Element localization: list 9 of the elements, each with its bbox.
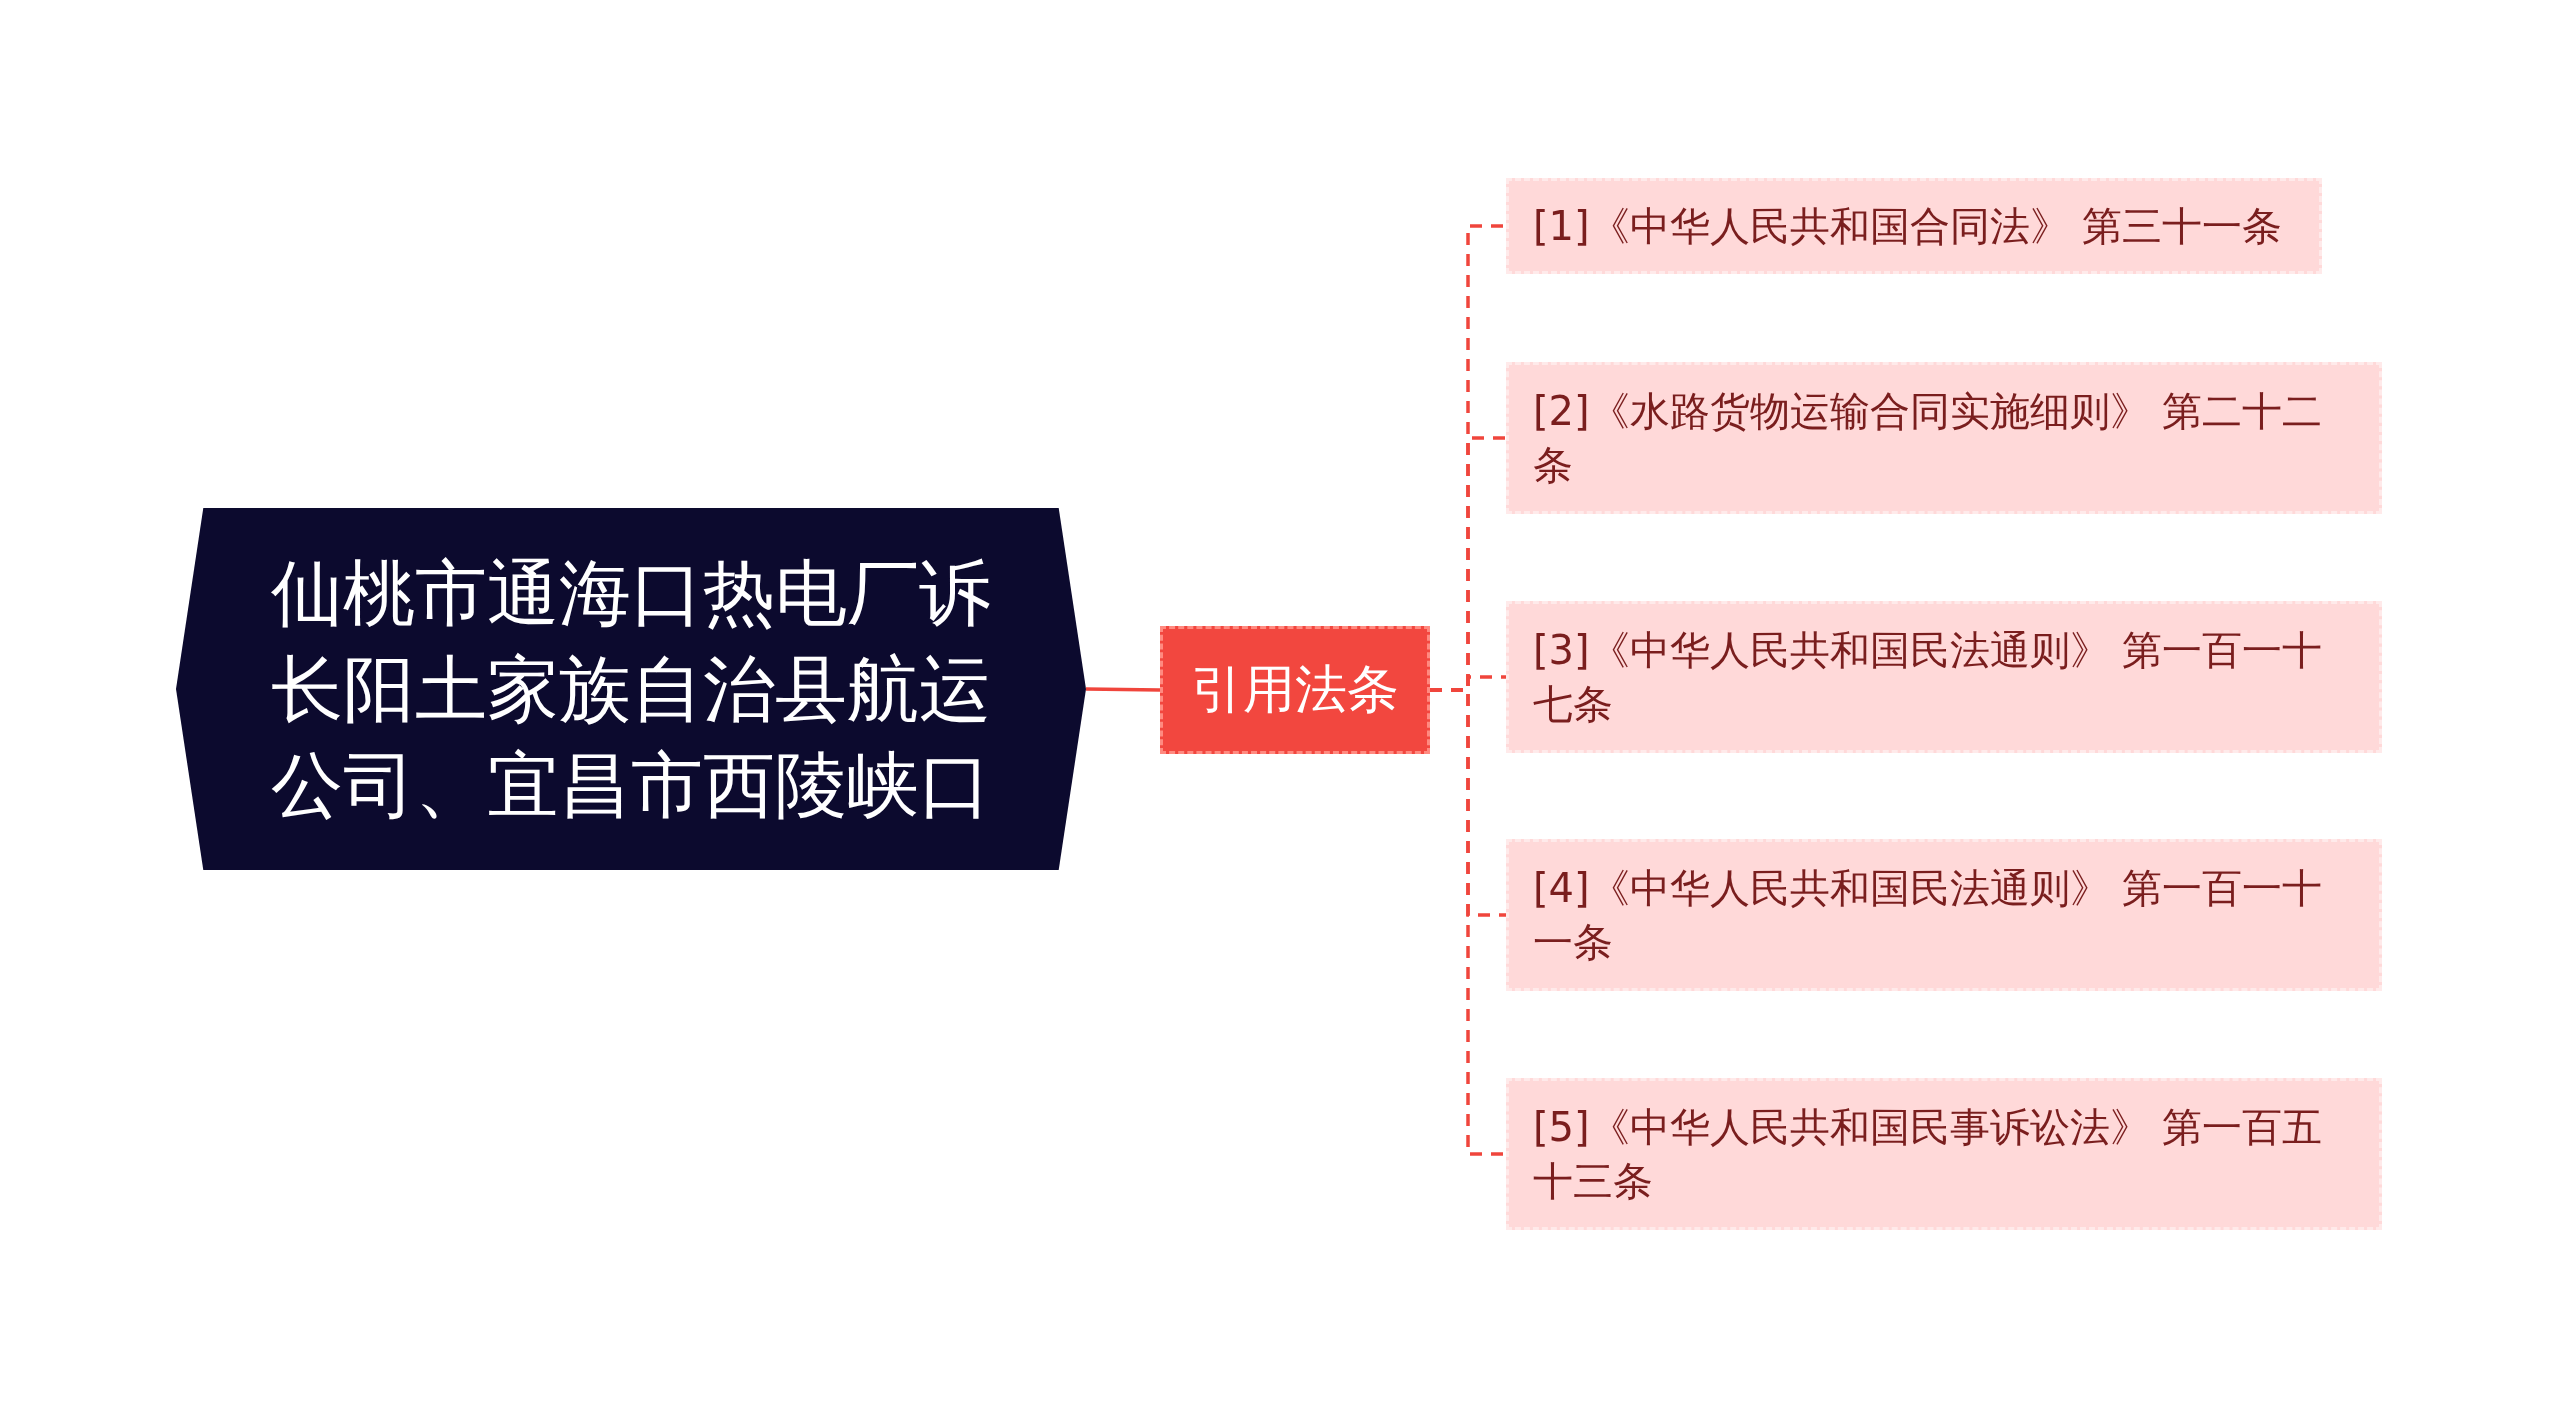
connector xyxy=(1085,687,1161,692)
citation-box: [1]《中华人民共和国合同法》 第三十一条 xyxy=(1506,178,2322,274)
citation-box: [4]《中华人民共和国民法通则》 第一百一十一条 xyxy=(1506,839,2382,991)
citation-box: [3]《中华人民共和国民法通则》 第一百一十七条 xyxy=(1506,601,2382,753)
citation-box: [5]《中华人民共和国民事诉讼法》 第一百五十三条 xyxy=(1506,1078,2382,1230)
topic-hexagon: 仙桃市通海口热电厂诉长阳土家族自治县航运公司、宜昌市西陵峡口 xyxy=(176,508,1086,870)
connector xyxy=(1430,688,1506,1156)
branch-box: 引用法条 xyxy=(1160,626,1430,754)
citation-box: [2]《水路货物运输合同实施细则》 第二十二条 xyxy=(1506,362,2382,514)
